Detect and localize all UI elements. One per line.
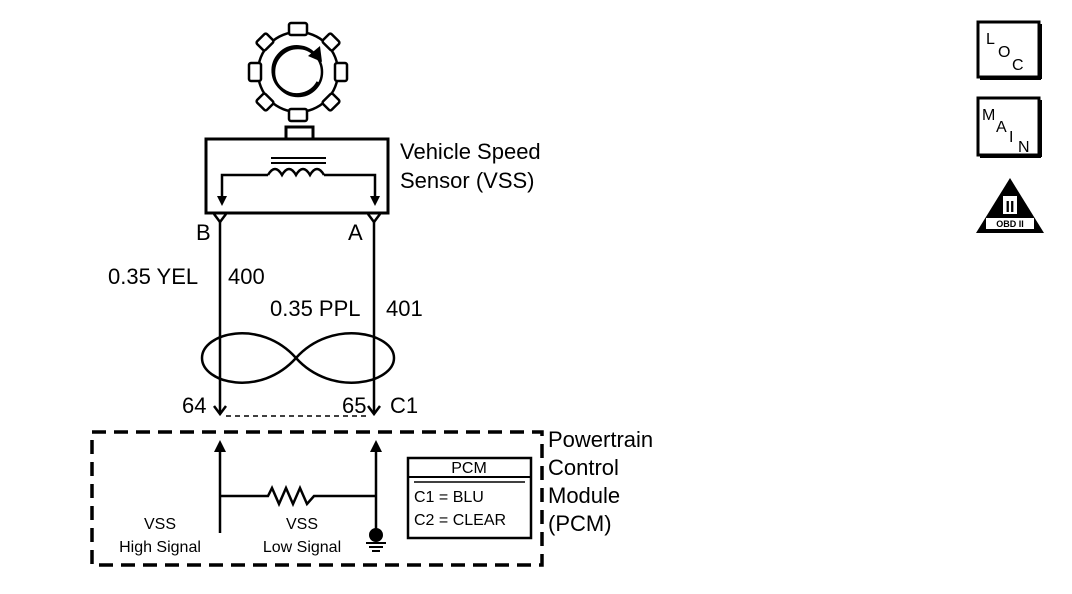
sensor-name-line1: Vehicle Speed (400, 139, 541, 164)
svg-text:L: L (986, 31, 995, 48)
ground-icon (366, 528, 386, 552)
pin-b-label: B (196, 220, 211, 245)
c1-pin-64-label: 64 (182, 393, 206, 418)
module-name-line1: Powertrain (548, 427, 653, 452)
svg-text:II: II (1006, 199, 1015, 216)
vss-low-line1: VSS (286, 516, 318, 533)
svg-text:O: O (998, 44, 1010, 61)
vss-sensor-body (204, 125, 390, 215)
module-name-line3: Module (548, 483, 620, 508)
wire1-color-label: 0.35 YEL (108, 264, 198, 289)
main-icon[interactable]: M A I N (976, 96, 1042, 158)
svg-text:OBD II: OBD II (996, 219, 1024, 229)
vss-low-line2: Low Signal (263, 539, 341, 556)
pcm-box-line2: C2 = CLEAR (414, 512, 506, 529)
obd-ii-icon[interactable]: II OBD II (976, 178, 1044, 233)
svg-text:A: A (996, 119, 1007, 136)
svg-text:C: C (1012, 57, 1024, 74)
svg-text:I: I (1009, 129, 1013, 146)
pcm-box-line1: C1 = BLU (414, 489, 484, 506)
c1-connector (213, 405, 381, 417)
svg-text:N: N (1018, 139, 1030, 156)
pcm-boundary (90, 430, 544, 567)
reluctor-wheel-icon (247, 21, 349, 123)
vss-high-line2: High Signal (119, 539, 201, 556)
loc-icon[interactable]: L O C (976, 20, 1042, 80)
wire1-circuit-label: 400 (228, 264, 265, 289)
pin-a-label: A (348, 220, 363, 245)
pcm-info-box: PCM C1 = BLU C2 = CLEAR (406, 456, 533, 540)
wire2-circuit-label: 401 (386, 296, 423, 321)
wire2-color-label: 0.35 PPL (270, 296, 361, 321)
pcm-internal-circuit (214, 440, 382, 533)
svg-text:M: M (982, 107, 995, 124)
twisted-pair-symbol (200, 332, 396, 384)
c1-pin-65-label: 65 (342, 393, 366, 418)
vss-high-line1: VSS (144, 516, 176, 533)
c1-connector-label: C1 (390, 393, 418, 418)
module-name-line2: Control (548, 455, 619, 480)
sensor-name-line2: Sensor (VSS) (400, 168, 535, 193)
pcm-box-title: PCM (451, 460, 487, 477)
module-name-line4: (PCM) (548, 511, 612, 536)
